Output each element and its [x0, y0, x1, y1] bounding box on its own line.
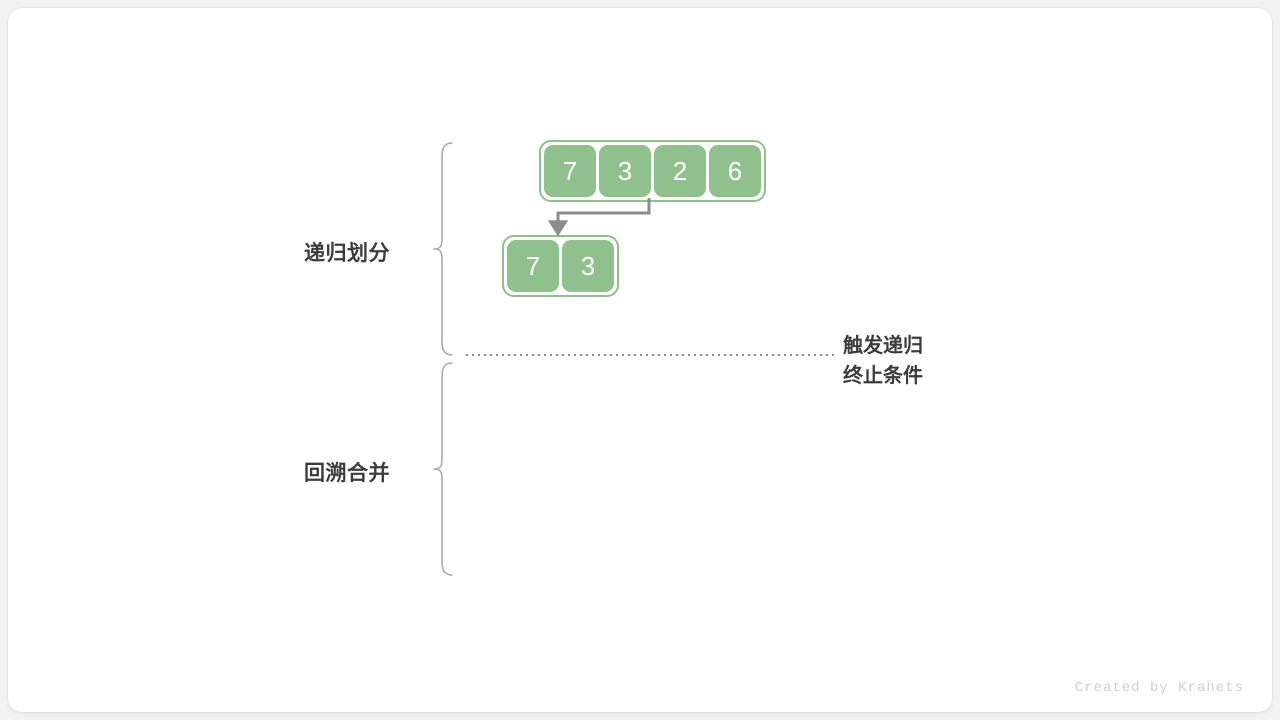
annotation-line-1: 触发递归 — [843, 335, 923, 357]
credit-text: Created by Krahets — [1074, 680, 1244, 696]
annotation-line-2: 终止条件 — [843, 365, 923, 387]
array-cell: 7 — [544, 145, 596, 197]
array-cell: 7 — [507, 240, 559, 292]
array-cell: 3 — [599, 145, 651, 197]
section-label-backtrack-merge: 回溯合并 — [304, 462, 390, 485]
array-cell: 3 — [562, 240, 614, 292]
diagram-card — [8, 8, 1272, 712]
array-cell: 6 — [709, 145, 761, 197]
array-cell: 2 — [654, 145, 706, 197]
recursion-terminate-annotation: 触发递归 终止条件 — [843, 331, 923, 391]
array-top: 7 3 2 6 — [539, 140, 766, 202]
section-label-recursive-divide: 递归划分 — [304, 242, 390, 265]
array-bottom: 7 3 — [502, 235, 619, 297]
